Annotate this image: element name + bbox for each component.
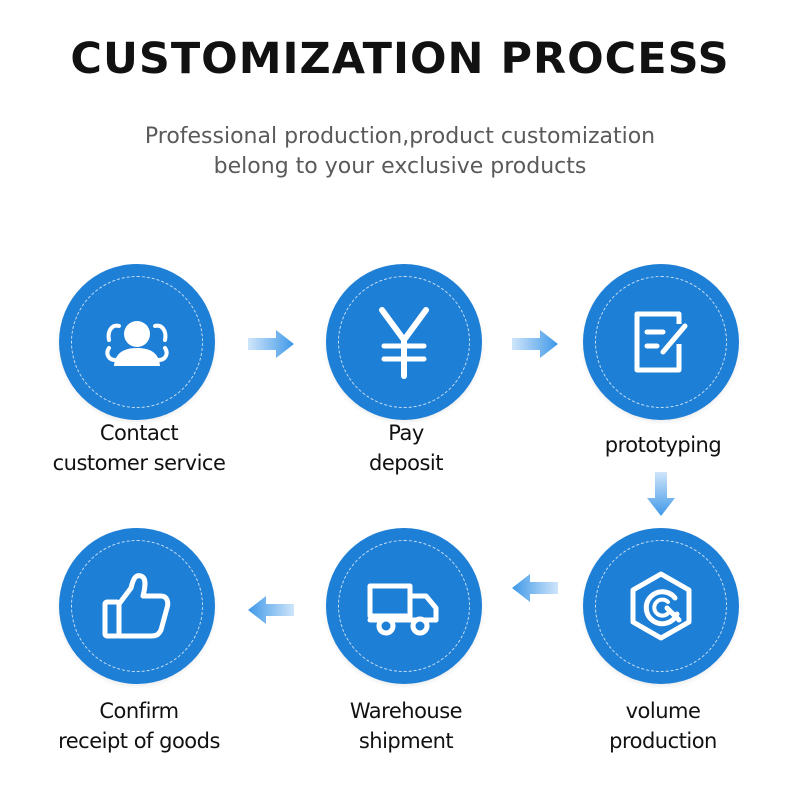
step-prototyping-circle — [583, 264, 739, 420]
step-warehouse-circle — [326, 528, 482, 684]
step-warehouse-line2: shipment — [358, 729, 454, 753]
step-pay-line1: Pay — [388, 421, 424, 445]
step-volume-label: volume production — [553, 696, 773, 756]
step-contact-line1: Contact — [99, 421, 179, 445]
step-confirm-line1: Confirm — [99, 699, 179, 723]
arrow-right-icon — [248, 330, 294, 358]
step-contact-circle — [59, 264, 215, 420]
step-pay-circle — [326, 264, 482, 420]
step-confirm-circle — [59, 528, 215, 684]
step-confirm-label: Confirm receipt of goods — [29, 696, 249, 756]
step-pay-line2: deposit — [369, 451, 443, 475]
step-contact-label: Contact customer service — [29, 418, 249, 478]
edit-document-icon — [634, 311, 688, 373]
step-confirm-line2: receipt of goods — [58, 729, 220, 753]
thumbs-up-icon — [102, 573, 171, 639]
step-pay-label: Pay deposit — [296, 418, 516, 478]
customer-service-icon — [105, 321, 169, 366]
step-contact-line2: customer service — [52, 451, 226, 475]
step-prototyping-label: prototyping — [553, 430, 773, 460]
step-volume-line1: volume — [625, 699, 701, 723]
step-warehouse-line1: Warehouse — [349, 699, 463, 723]
arrow-left-icon — [512, 574, 558, 602]
step-warehouse-label: Warehouse shipment — [296, 696, 516, 756]
delivery-truck-icon — [367, 583, 439, 636]
yen-icon — [379, 307, 429, 379]
page-title: CUSTOMIZATION PROCESS — [70, 34, 730, 84]
subtitle-line-2: belong to your exclusive products — [213, 154, 587, 179]
production-hexagon-icon — [630, 571, 692, 641]
subtitle-line-1: Professional production,product customiz… — [144, 124, 656, 149]
step-volume-line2: production — [609, 729, 717, 753]
step-prototyping-line1: prototyping — [604, 433, 722, 457]
arrow-right-icon — [512, 330, 558, 358]
arrow-left-icon — [248, 596, 294, 624]
arrow-down-icon — [647, 472, 675, 516]
step-volume-circle — [583, 528, 739, 684]
